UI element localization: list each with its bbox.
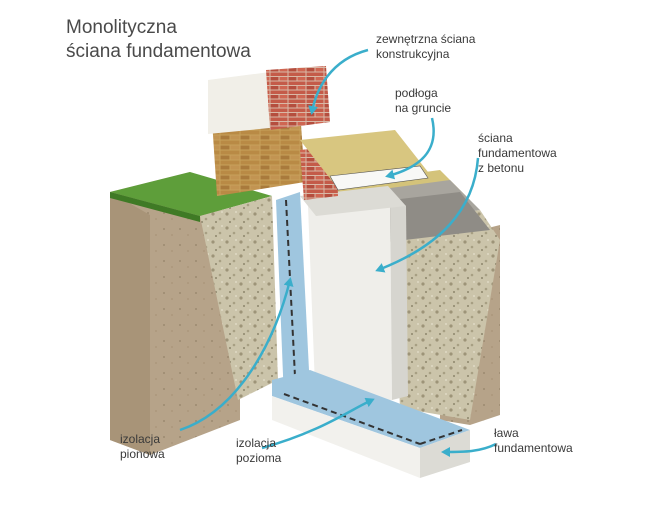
wall-insulation-panel <box>208 72 270 134</box>
grass-layer <box>110 172 272 216</box>
leader-arrows <box>179 48 497 457</box>
label-ground-floor: podłoga na gruncie <box>395 86 452 115</box>
gravel-backfill-left <box>200 196 278 400</box>
label-outer-wall: zewnętrzna ściana konstrukcyjna <box>376 32 476 61</box>
title-line-1: Monolityczna <box>66 17 177 38</box>
diagram-title: Monolityczna ściana fundamentowa <box>66 16 251 64</box>
vertical-insulation-layer <box>276 192 310 400</box>
label-vertical-insulation: izolacja pionowa <box>120 432 165 461</box>
label-footing: ława fundamentowa <box>494 426 573 455</box>
label-foundation-wall: ściana fundamentowa z betonu <box>478 131 557 175</box>
title-line-2: ściana fundamentowa <box>66 41 251 62</box>
gravel-backfill-right <box>392 210 500 420</box>
inner-brick-wall <box>212 110 305 196</box>
label-horizontal-insulation: izolacja pozioma <box>236 436 282 465</box>
